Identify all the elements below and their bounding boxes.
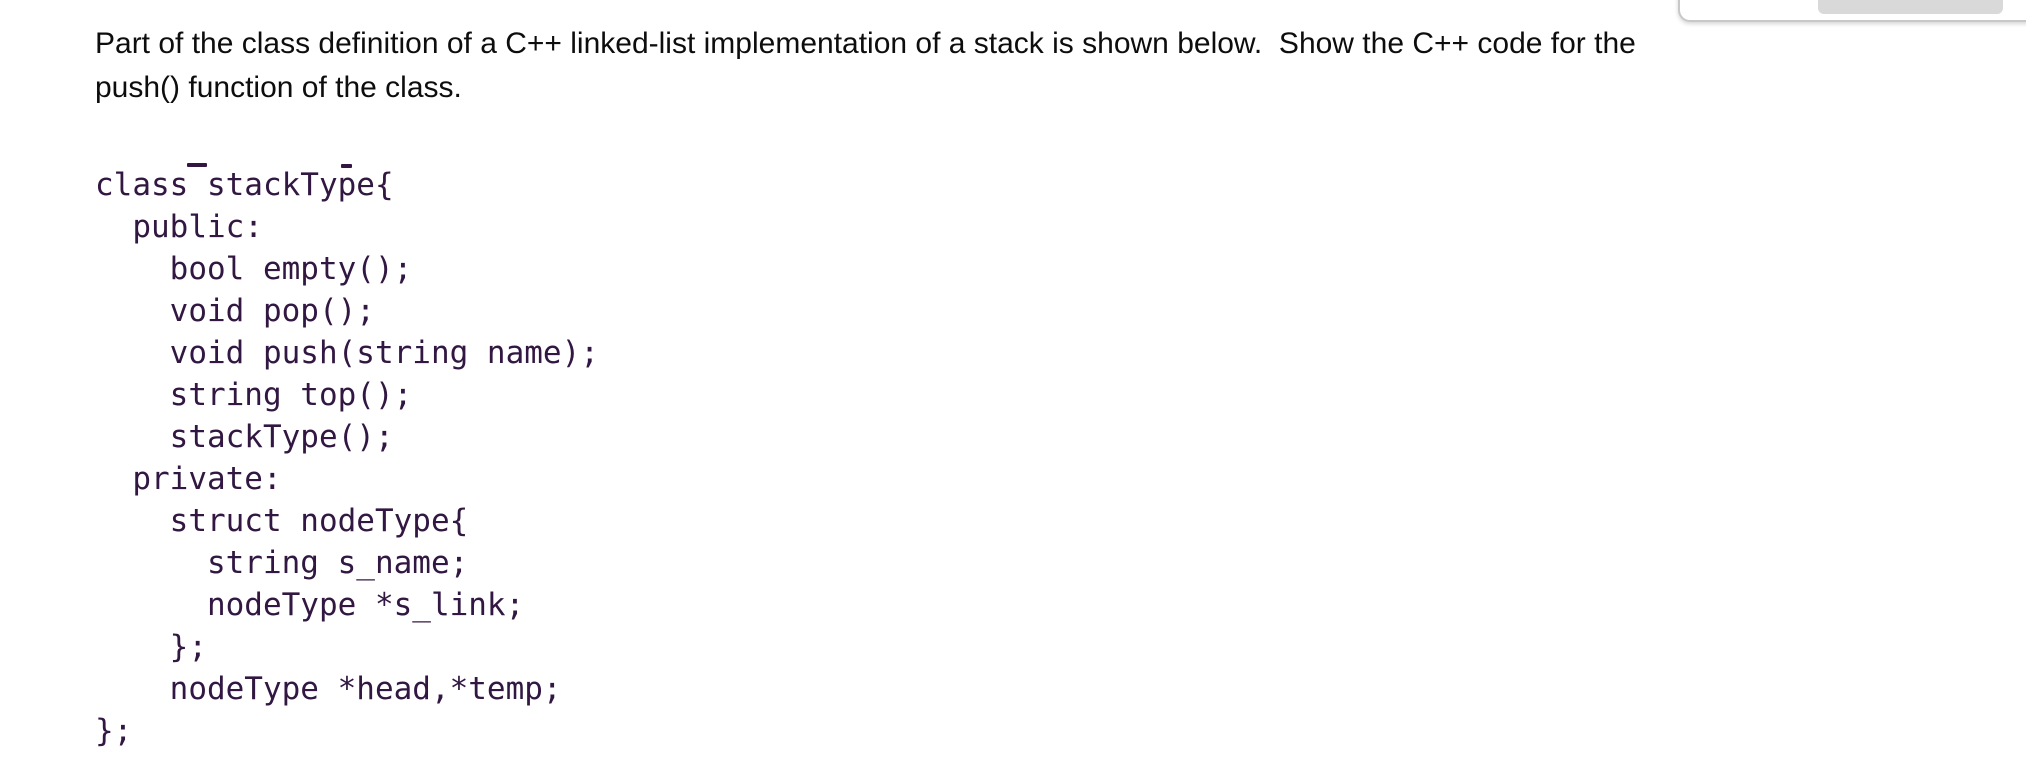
panel-button[interactable] xyxy=(1818,0,2003,14)
code-line: struct nodeType{ xyxy=(95,503,469,539)
code-line: bool empty(); xyxy=(95,251,413,287)
code-line: string s_name; xyxy=(95,545,469,581)
code-line: private: xyxy=(95,461,282,497)
code-line: }; xyxy=(95,629,207,665)
code-line: void pop(); xyxy=(95,293,375,329)
question-line-2: push() function of the class. xyxy=(95,71,462,104)
code-line: stackType(); xyxy=(95,419,394,455)
question-line-1: Part of the class definition of a C++ li… xyxy=(95,27,1636,60)
code-line: nodeType *s_link; xyxy=(95,587,525,623)
code-line: public: xyxy=(95,209,263,245)
scan-artifact-mark xyxy=(187,163,207,167)
code-line: class stackType{ xyxy=(95,167,394,203)
code-line: }; xyxy=(95,713,133,749)
code-line: string top(); xyxy=(95,377,413,413)
answer-panel-fragment xyxy=(1678,0,2026,22)
question-text: Part of the class definition of a C++ li… xyxy=(95,22,1895,110)
scan-artifact-mark xyxy=(341,164,352,168)
code-line: nodeType *head,*temp; xyxy=(95,671,562,707)
code-line: void push(string name); xyxy=(95,335,599,371)
code-block: class stackType{ public: bool empty(); v… xyxy=(95,164,599,752)
